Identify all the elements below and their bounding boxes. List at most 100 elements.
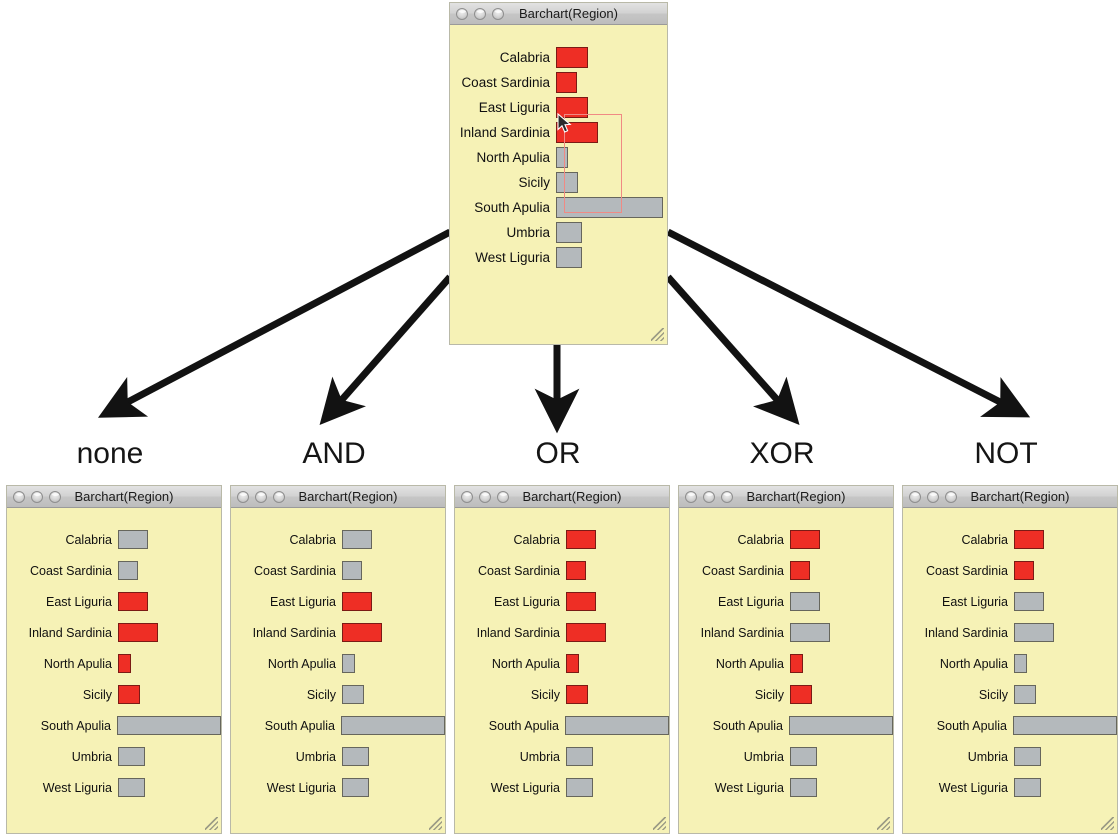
bar-unselected[interactable] [790,778,817,797]
bar-row[interactable]: Umbria [7,747,221,766]
bar-unselected[interactable] [118,747,145,766]
window-controls[interactable] [461,490,509,503]
bar-row[interactable]: South Apulia [679,716,893,735]
window-controls[interactable] [13,490,61,503]
bar-unselected[interactable] [564,716,669,735]
minimize-icon[interactable] [479,490,491,503]
bar-row[interactable]: West Liguria [455,778,669,797]
bar-row[interactable]: Calabria [679,530,893,549]
bar-row[interactable]: Sicily [455,685,669,704]
zoom-icon[interactable] [721,490,733,503]
bar-unselected[interactable] [790,592,820,611]
bar-unselected[interactable] [118,561,138,580]
bar-row[interactable]: North Apulia [450,147,667,168]
window-titlebar[interactable]: Barchart(Region) [455,486,669,508]
bar-row[interactable]: Umbria [450,222,667,243]
bar-row[interactable]: East Liguria [679,592,893,611]
bar-unselected[interactable] [566,747,593,766]
bar-unselected[interactable] [556,147,568,168]
bar-row[interactable]: South Apulia [450,197,667,218]
bar-unselected[interactable] [1014,747,1041,766]
bar-selected[interactable] [118,685,140,704]
minimize-icon[interactable] [255,490,267,503]
bar-row[interactable]: East Liguria [903,592,1117,611]
bar-row[interactable]: Calabria [7,530,221,549]
bar-unselected[interactable] [1014,778,1041,797]
bar-selected[interactable] [556,72,577,93]
close-icon[interactable] [461,490,473,503]
bar-unselected[interactable] [116,716,221,735]
bar-row[interactable]: West Liguria [679,778,893,797]
bar-row[interactable]: Inland Sardinia [903,623,1117,642]
bar-selected[interactable] [566,561,586,580]
minimize-icon[interactable] [31,490,43,503]
bar-row[interactable]: Umbria [455,747,669,766]
bar-selected[interactable] [566,623,606,642]
zoom-icon[interactable] [49,490,61,503]
close-icon[interactable] [456,7,468,20]
bar-unselected[interactable] [342,530,372,549]
resize-grip[interactable] [1101,817,1114,830]
resize-grip[interactable] [429,817,442,830]
resize-grip[interactable] [651,328,664,341]
window-titlebar[interactable]: Barchart(Region) [679,486,893,508]
bar-selected[interactable] [790,561,810,580]
bar-unselected[interactable] [566,778,593,797]
window-controls[interactable] [909,490,957,503]
bar-row[interactable]: Coast Sardinia [455,561,669,580]
bar-row[interactable]: South Apulia [903,716,1117,735]
bar-row[interactable]: East Liguria [455,592,669,611]
bar-row[interactable]: West Liguria [903,778,1117,797]
window-controls[interactable] [685,490,733,503]
window-titlebar[interactable]: Barchart(Region) [450,3,667,25]
minimize-icon[interactable] [703,490,715,503]
zoom-icon[interactable] [945,490,957,503]
bar-row[interactable]: North Apulia [455,654,669,673]
bar-row[interactable]: Inland Sardinia [455,623,669,642]
resize-grip[interactable] [877,817,890,830]
close-icon[interactable] [685,490,697,503]
bar-row[interactable]: Umbria [903,747,1117,766]
bar-row[interactable]: Coast Sardinia [231,561,445,580]
bar-selected[interactable] [566,530,596,549]
zoom-icon[interactable] [497,490,509,503]
bar-row[interactable]: Calabria [450,47,667,68]
bar-row[interactable]: East Liguria [7,592,221,611]
bar-selected[interactable] [790,685,812,704]
bar-row[interactable]: Coast Sardinia [679,561,893,580]
bar-selected[interactable] [118,623,158,642]
minimize-icon[interactable] [927,490,939,503]
bar-unselected[interactable] [1014,623,1054,642]
bar-row[interactable]: Sicily [7,685,221,704]
resize-grip[interactable] [205,817,218,830]
bar-row[interactable]: Sicily [903,685,1117,704]
bar-row[interactable]: West Liguria [450,247,667,268]
bar-row[interactable]: Inland Sardinia [7,623,221,642]
bar-selected[interactable] [790,530,820,549]
window-controls[interactable] [456,7,504,20]
bar-selected[interactable] [790,654,803,673]
bar-unselected[interactable] [342,685,364,704]
window-titlebar[interactable]: Barchart(Region) [903,486,1117,508]
bar-unselected[interactable] [342,561,362,580]
bar-row[interactable]: Calabria [231,530,445,549]
bar-selected[interactable] [566,592,596,611]
bar-unselected[interactable] [340,716,445,735]
bar-selected[interactable] [118,654,131,673]
bar-unselected[interactable] [342,654,355,673]
bar-unselected[interactable] [1014,592,1044,611]
bar-unselected[interactable] [556,247,582,268]
bar-row[interactable]: Calabria [455,530,669,549]
zoom-icon[interactable] [273,490,285,503]
bar-row[interactable]: Umbria [679,747,893,766]
window-titlebar[interactable]: Barchart(Region) [7,486,221,508]
window-controls[interactable] [237,490,285,503]
bar-selected[interactable] [1014,530,1044,549]
